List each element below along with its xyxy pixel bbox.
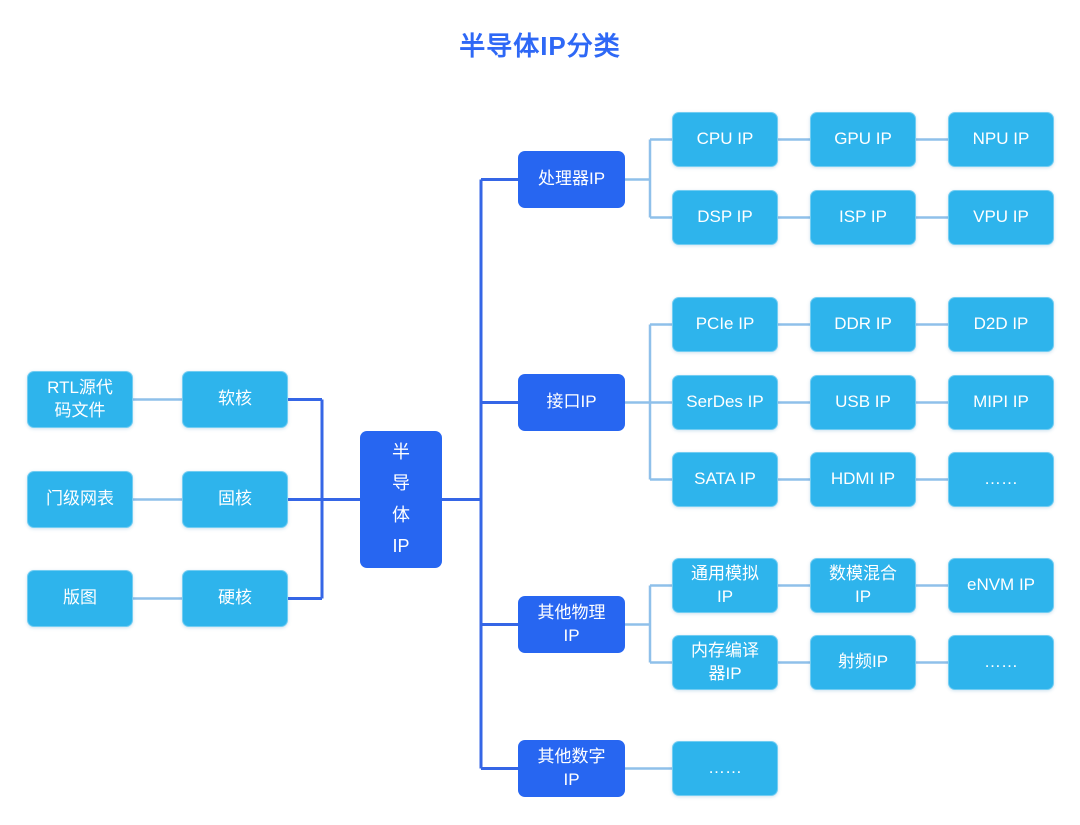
- node-semiconductor-ip-root: 半 导 体 IP: [360, 431, 442, 568]
- node-interface-more: ……: [948, 452, 1054, 507]
- node-layout: 版图: [27, 570, 133, 627]
- node-firm-core: 固核: [182, 471, 288, 528]
- node-hdmi-ip: HDMI IP: [810, 452, 916, 507]
- node-other-physical-more: ……: [948, 635, 1054, 690]
- node-gpu-ip: GPU IP: [810, 112, 916, 167]
- node-vpu-ip: VPU IP: [948, 190, 1054, 245]
- diagram-title: 半导体IP分类: [459, 31, 621, 61]
- node-rtl-source-file: RTL源代 码文件: [27, 371, 133, 428]
- node-processor-ip: 处理器IP: [518, 151, 625, 208]
- node-ddr-ip: DDR IP: [810, 297, 916, 352]
- node-memory-compiler-ip: 内存编译 器IP: [672, 635, 778, 690]
- node-gate-netlist: 门级网表: [27, 471, 133, 528]
- node-serdes-ip: SerDes IP: [672, 375, 778, 430]
- node-sata-ip: SATA IP: [672, 452, 778, 507]
- node-envm-ip: eNVM IP: [948, 558, 1054, 613]
- node-soft-core: 软核: [182, 371, 288, 428]
- node-usb-ip: USB IP: [810, 375, 916, 430]
- node-other-physical-ip: 其他物理 IP: [518, 596, 625, 653]
- node-hard-core: 硬核: [182, 570, 288, 627]
- light-connectors: [133, 138, 948, 770]
- node-isp-ip: ISP IP: [810, 190, 916, 245]
- node-dsp-ip: DSP IP: [672, 190, 778, 245]
- node-interface-ip: 接口IP: [518, 374, 625, 431]
- node-rf-ip: 射频IP: [810, 635, 916, 690]
- node-npu-ip: NPU IP: [948, 112, 1054, 167]
- node-d2d-ip: D2D IP: [948, 297, 1054, 352]
- node-other-digital-more: ……: [672, 741, 778, 796]
- node-pcie-ip: PCIe IP: [672, 297, 778, 352]
- node-general-analog-ip: 通用模拟 IP: [672, 558, 778, 613]
- node-mixed-signal-ip: 数模混合 IP: [810, 558, 916, 613]
- node-cpu-ip: CPU IP: [672, 112, 778, 167]
- dark-connectors: [288, 178, 518, 770]
- node-other-digital-ip: 其他数字 IP: [518, 740, 625, 797]
- node-mipi-ip: MIPI IP: [948, 375, 1054, 430]
